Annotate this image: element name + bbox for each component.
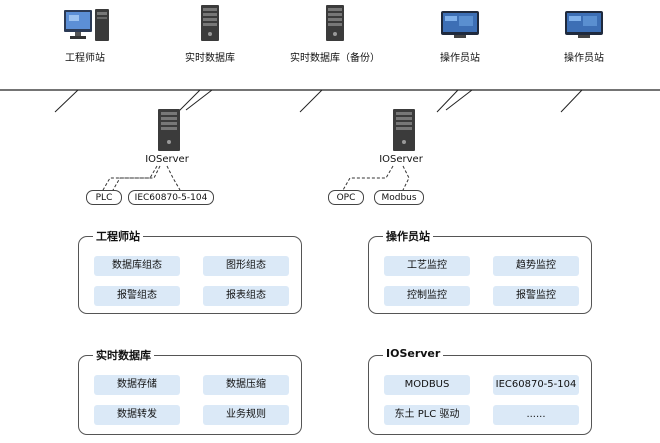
- node-label-workstation: 工程师站: [65, 53, 105, 64]
- link-ioserver-2: [445, 89, 473, 111]
- server-tower-icon: [158, 109, 180, 151]
- operator-monitor-icon: [441, 11, 479, 38]
- workstation-icon: [64, 9, 109, 41]
- cell-database-config: 数据库组态: [94, 256, 180, 276]
- panel-realtime-database: 实时数据库 数据存储 数据压缩 数据转发 业务规则: [78, 347, 302, 435]
- cell-control-monitor: 控制监控: [384, 286, 470, 306]
- link-ioserver-1: [185, 89, 213, 111]
- dashed-link-modbus: [402, 165, 410, 191]
- dashed-link-iec: [166, 165, 181, 191]
- operator-monitor-icon: [565, 11, 603, 38]
- server-tower-icon: [201, 5, 219, 41]
- node-label-operator-1: 操作员站: [440, 53, 480, 64]
- panel-title: IOServer: [383, 347, 444, 360]
- cell-process-monitor: 工艺监控: [384, 256, 470, 276]
- link-operator-2: [560, 89, 583, 113]
- panel-operator-station: 操作员站 工艺监控 趋势监控 控制监控 报警监控: [368, 228, 592, 314]
- dashed-link-opc: [342, 165, 394, 191]
- cell-plc-driver: 东土 PLC 驱动: [384, 405, 470, 425]
- protocol-pill-opc: OPC: [328, 190, 364, 205]
- protocol-pill-plc: PLC: [86, 190, 122, 205]
- link-workstation: [54, 89, 79, 113]
- server-tower-icon: [393, 109, 415, 151]
- cell-alarm-config: 报警组态: [94, 286, 180, 306]
- server-tower-icon: [326, 5, 344, 41]
- dashed-link-plc-arrow: [112, 165, 161, 191]
- cell-alarm-monitor: 报警监控: [493, 286, 579, 306]
- ioserver-label-2: IOServer: [379, 154, 423, 165]
- cell-more-drivers: ......: [493, 405, 579, 425]
- cell-iec104-driver: IEC60870-5-104: [493, 375, 579, 395]
- link-rtdb-backup: [299, 89, 323, 113]
- panel-title: 实时数据库: [93, 347, 154, 363]
- cell-data-forwarding: 数据转发: [94, 405, 180, 425]
- link-operator-1: [436, 89, 459, 113]
- protocol-pill-iec104: IEC60870-5-104: [128, 190, 214, 205]
- link-rtdb: [177, 89, 201, 113]
- dashed-link-plc: [102, 165, 158, 191]
- ioserver-label-1: IOServer: [145, 154, 189, 165]
- cell-report-config: 报表组态: [203, 286, 289, 306]
- node-label-rtdb: 实时数据库: [185, 53, 235, 64]
- cell-trend-monitor: 趋势监控: [493, 256, 579, 276]
- panel-title: 工程师站: [93, 228, 143, 244]
- node-label-rtdb-backup: 实时数据库（备份）: [290, 53, 380, 64]
- cell-modbus-driver: MODBUS: [384, 375, 470, 395]
- cell-business-rules: 业务规则: [203, 405, 289, 425]
- cell-graphics-config: 图形组态: [203, 256, 289, 276]
- cell-data-storage: 数据存储: [94, 375, 180, 395]
- panel-ioserver: IOServer MODBUS IEC60870-5-104 东土 PLC 驱动…: [368, 347, 592, 435]
- panel-engineering-station: 工程师站 数据库组态 图形组态 报警组态 报表组态: [78, 228, 302, 314]
- cell-data-compression: 数据压缩: [203, 375, 289, 395]
- protocol-pill-modbus: Modbus: [374, 190, 424, 205]
- node-label-operator-2: 操作员站: [564, 53, 604, 64]
- panel-title: 操作员站: [383, 228, 433, 244]
